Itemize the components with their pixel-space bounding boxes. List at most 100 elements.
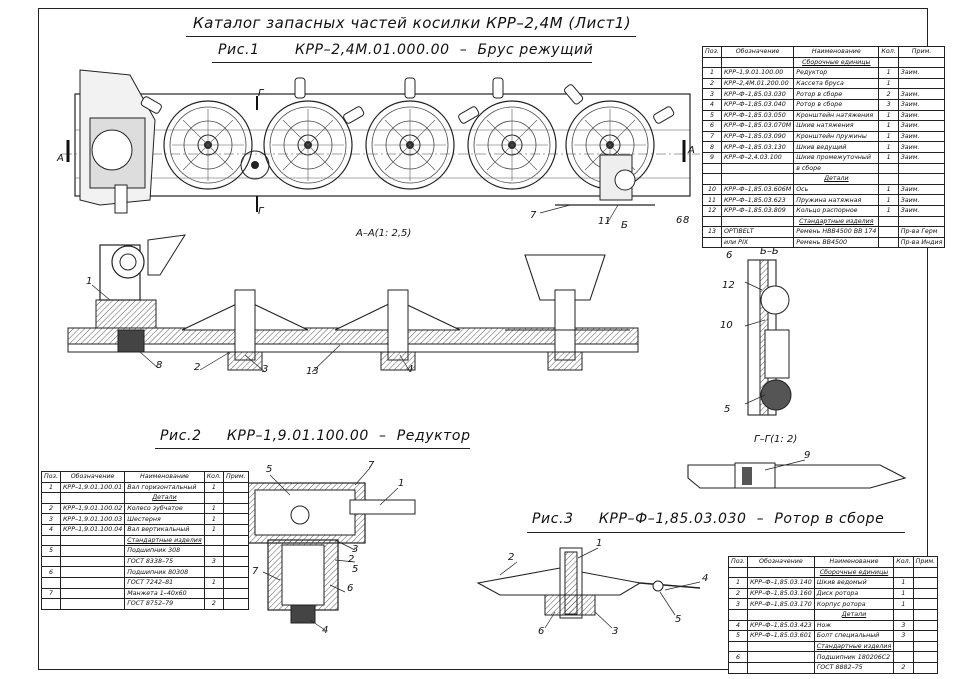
table-cell-code: КРР–Ф–1,85.03.601 (746, 630, 815, 642)
table-cell-name: Шкив ведомый (813, 577, 895, 589)
table-cell-name: Детали (793, 173, 880, 185)
table-cell-note: Заим. (897, 130, 946, 143)
table-cell-qty: 1 (203, 523, 225, 536)
table-cell-code (720, 162, 795, 175)
table-cell-name: Ремень ВВ4500 (793, 236, 880, 249)
table-cell-qty: 1 (893, 587, 914, 600)
table-cell-note (897, 162, 946, 175)
table-cell-name: Детали (813, 608, 895, 621)
table-cell-qty (878, 236, 899, 249)
table-cell-qty (893, 651, 914, 663)
fig1-rotor-section-2 (334, 289, 461, 371)
fig2-caption-underline (155, 448, 470, 449)
table-cell-pos (41, 492, 61, 504)
fig2-label-3: 3 (352, 544, 359, 555)
fig1-caption-name: Брус режущий (477, 42, 594, 58)
table-cell-name: Стандартные изделия (813, 640, 895, 653)
section-bb-label: Б–Б (760, 246, 779, 257)
table-cell-code (59, 576, 126, 589)
table-cell-pos (728, 566, 748, 579)
table-cell-note: Заим. (897, 194, 946, 206)
table-cell-code: КРР–Ф–1,85.03.170 (746, 598, 815, 610)
table-cell-name: Кассета бруса (793, 77, 880, 90)
table-header-cell: Поз. (41, 471, 61, 483)
table-cell-name: Вал горизонтальный (124, 481, 205, 494)
mark-g-top: Г (258, 88, 264, 99)
table-cell-pos: 10 (702, 183, 722, 196)
fig3-label-6: 6 (538, 626, 545, 637)
table-cell-qty: 1 (878, 67, 899, 79)
table-cell-note (912, 640, 939, 653)
fig2-label-5a: 5 (266, 464, 273, 475)
table-cell-code (720, 56, 795, 69)
table-cell-note (912, 630, 939, 642)
table-cell-name: Кронштейн натяжения (793, 109, 880, 122)
table-cell-note (223, 576, 249, 589)
bb-label-12: 12 (722, 280, 735, 291)
fig2-label-1: 1 (398, 478, 405, 489)
table-cell-code (59, 587, 126, 600)
table-cell-code: КРР–Ф–1,85.03.140 (746, 577, 815, 589)
table-cell-qty: 1 (878, 204, 899, 217)
table-cell-pos: 5 (702, 109, 722, 122)
table-cell-qty: 1 (878, 183, 899, 196)
fig3-caption-code: КРР–Ф–1,85.03.030 (598, 511, 747, 527)
table-cell-pos (728, 661, 748, 674)
table-cell-note (897, 56, 946, 69)
table-cell-code: КРР–Ф–1,85.03.090 (720, 130, 795, 143)
table-cell-code: КРР–1,9.01.100.02 (59, 502, 126, 515)
table-header-cell: Наименование (793, 46, 880, 58)
table-cell-pos: 12 (702, 204, 722, 217)
table-cell-qty: 2 (203, 598, 225, 610)
table-header-cell: Кол. (878, 46, 899, 58)
table-cell-note (223, 555, 249, 568)
table-cell-note (223, 566, 249, 578)
table-cell-qty: 1 (203, 502, 225, 515)
table-row: Сборочные единицы (702, 56, 946, 69)
table-cell-name: в сборе (793, 162, 880, 175)
table-cell-qty: 1 (878, 120, 899, 132)
table-cell-pos: 3 (41, 513, 61, 525)
table-cell-note (223, 587, 249, 600)
table-cell-pos: 6 (41, 566, 61, 578)
table-header-cell: Прим. (912, 556, 939, 568)
table-header-cell: Обозначение (59, 471, 126, 483)
table-cell-code (720, 173, 795, 185)
table-cell-code (59, 598, 126, 610)
fig3-caption-sep: – (756, 511, 765, 527)
table-cell-pos: 5 (41, 545, 61, 557)
table-cell-pos: 1 (41, 481, 61, 494)
table-cell-code: КРР–1,9.01.100.00 (720, 67, 795, 79)
table-cell-note (897, 215, 946, 228)
table-cell-pos: 3 (728, 598, 748, 610)
table-cell-qty: 1 (878, 194, 899, 206)
table-cell-name: Ось (793, 183, 880, 196)
fig1-rotor-section-3 (505, 254, 630, 371)
fig1-caption-num: Рис.1 (218, 42, 260, 58)
table-cell-code: OPTIBELT (720, 226, 795, 238)
table-cell-name: Кронштейн пружины (793, 130, 880, 143)
table-row: Сборочные единицы (728, 566, 939, 579)
fig1-caption: Рис.1 КРР–2,4М.01.000.00 – Брус режущий (218, 42, 593, 58)
table-cell-code (59, 545, 126, 557)
fig2-label-7a: 7 (368, 460, 375, 471)
fig2-caption-sep: – (378, 428, 387, 444)
section-bb-view (747, 259, 792, 416)
fig3-caption-num: Рис.3 (532, 511, 574, 527)
fig1-side-section (67, 234, 639, 371)
table-cell-qty: 1 (893, 577, 914, 589)
table-cell-pos: 7 (702, 130, 722, 143)
